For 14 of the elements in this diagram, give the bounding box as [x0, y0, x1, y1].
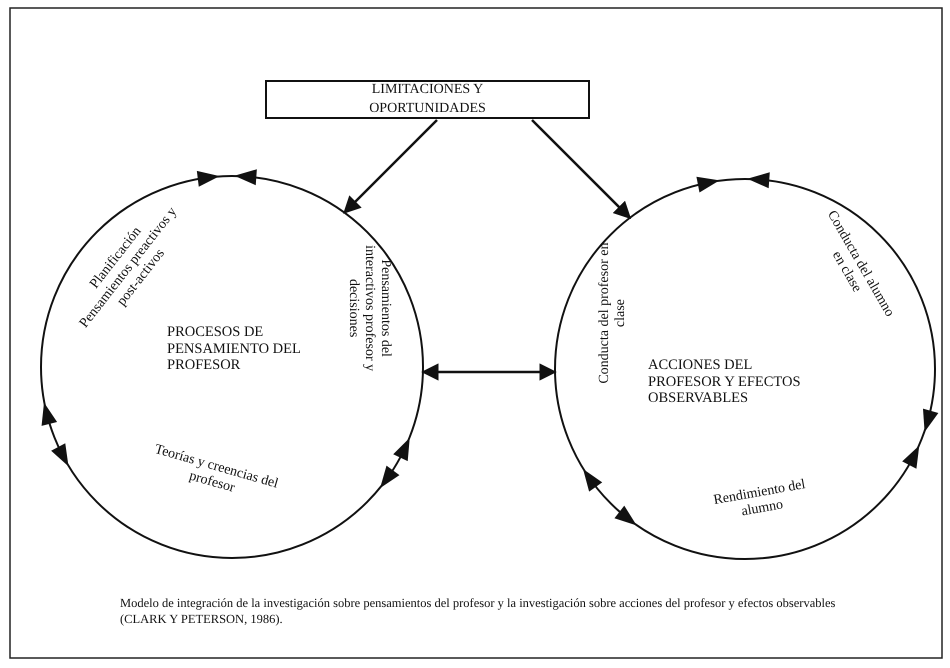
- cycle-circle: [39, 174, 425, 560]
- arrow: [343, 119, 438, 214]
- stage-label: Rendimiento del alumno: [711, 476, 808, 522]
- box-label: LIMITACIONES Y OPORTUNIDADES: [368, 81, 487, 118]
- stage-label: Conducta del profesor en clase: [596, 242, 629, 386]
- caption: Modelo de integración de la investigación sobre pensamientos del profesor y la investigación sobre acciones del profesor y efectos observables (CLARK Y PETERSON, 1986).: [120, 596, 836, 628]
- arrow: [531, 119, 632, 220]
- arrow: [421, 363, 557, 381]
- label-box: [265, 80, 590, 119]
- circle-title: PROCESOS DE PENSAMIENTO DEL PROFESOR: [167, 324, 302, 374]
- stage-label: Pensamientos del interactivos profesor y decisiones: [344, 244, 394, 374]
- cycle-circle: [553, 177, 937, 561]
- circle-title: ACCIONES DEL PROFESOR Y EFECTOS OBSERVABLES: [648, 357, 802, 408]
- stage-label: Teorías y creencias del profesor: [152, 442, 281, 498]
